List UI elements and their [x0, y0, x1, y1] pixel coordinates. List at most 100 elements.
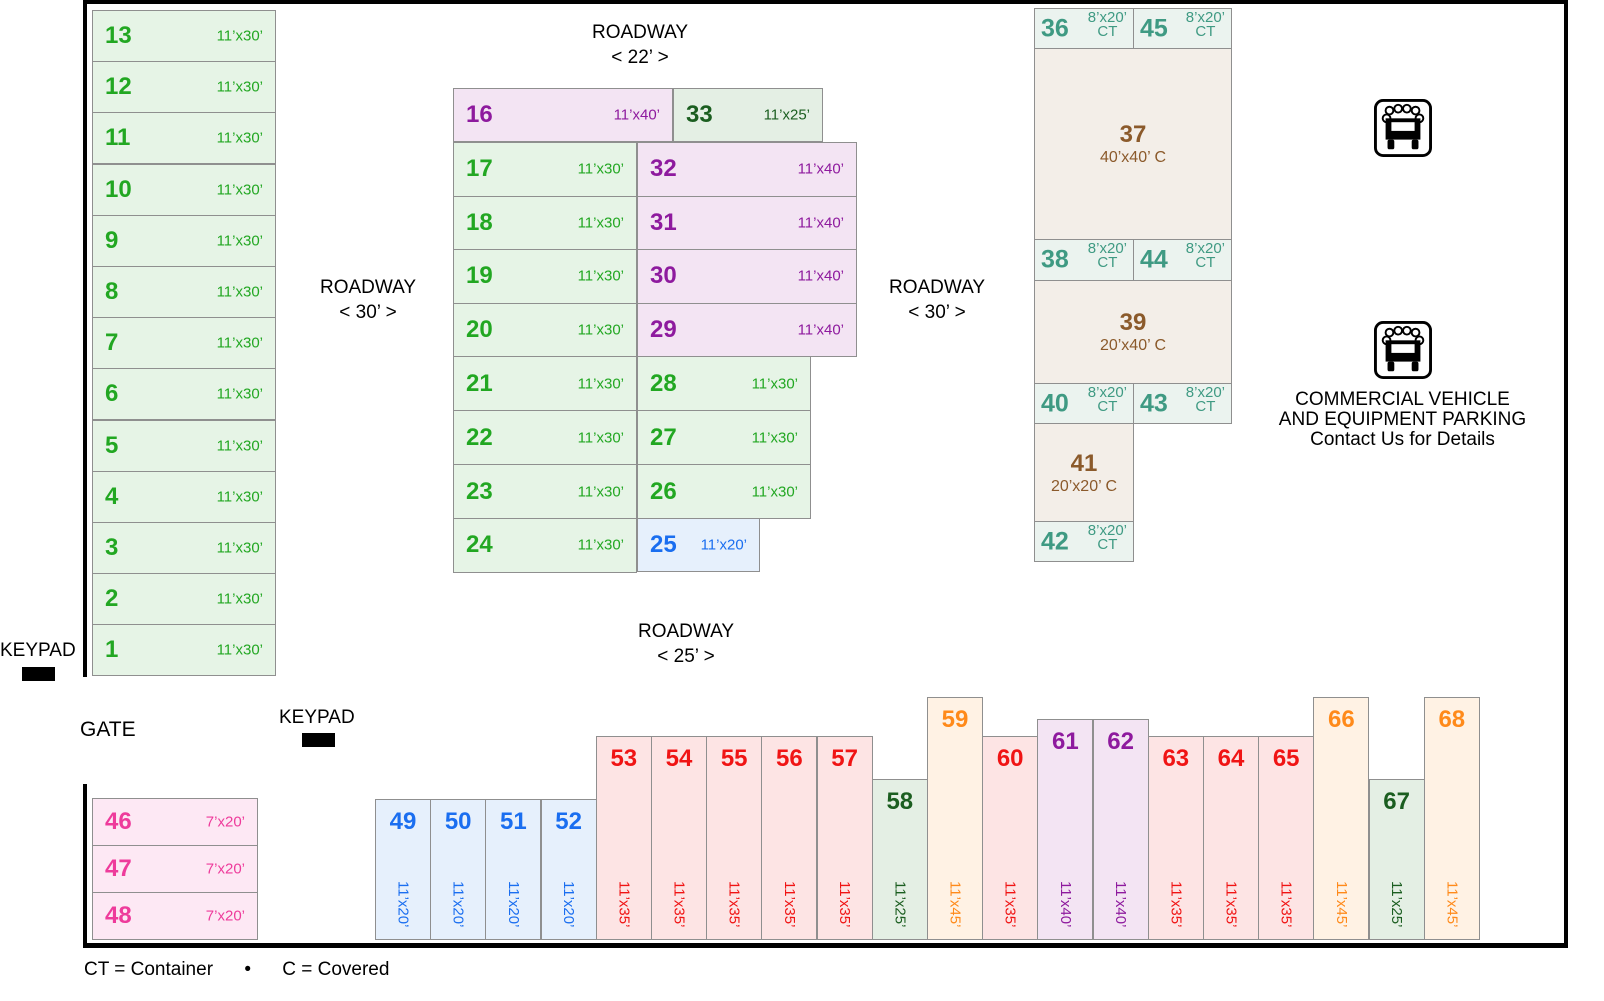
unit-size: 11’x35’	[836, 880, 854, 927]
unit-size: 11’x30’	[216, 488, 263, 506]
commercial-line-2: AND EQUIPMENT PARKING	[1278, 409, 1527, 430]
unit-number: 7	[105, 329, 119, 357]
unit-size: 7’x20’	[205, 813, 245, 831]
unit-size: 11’x20’	[394, 880, 412, 927]
unit-size: 11’x35’	[1001, 880, 1019, 927]
unit-type: CT	[1097, 398, 1118, 415]
unit-number: 36	[1041, 14, 1069, 42]
unit-number: 16	[466, 101, 493, 128]
keypad-left[interactable]	[22, 667, 55, 681]
unit-number: 20	[466, 315, 493, 343]
unit-number: 59	[941, 706, 969, 733]
unit-size: 11’x30’	[577, 214, 624, 232]
unit-number: 62	[1107, 728, 1134, 755]
roadway-title: ROADWAY	[637, 621, 735, 642]
unit-number: 63	[1162, 745, 1190, 772]
unit-dimensions: 8’x20’	[1185, 9, 1225, 26]
unit-size: 11’x35’	[615, 880, 633, 927]
roadway-title: ROADWAY	[591, 22, 689, 43]
unit-number: 11	[105, 124, 131, 152]
unit-size: 11’x30’	[216, 385, 263, 403]
unit-size: 11’x30’	[216, 539, 263, 557]
unit-number: 58	[886, 788, 914, 815]
keypad-center[interactable]	[302, 733, 335, 747]
roadway-right-label: ROADWAY < 30’ >	[857, 275, 1017, 325]
unit-number: 41	[1070, 449, 1098, 477]
unit-number: 27	[650, 423, 677, 451]
unit-size: 11’x25’	[1388, 880, 1406, 927]
gate-label: GATE	[80, 718, 136, 741]
legend-separator: •	[244, 959, 251, 980]
unit-number: 23	[466, 477, 493, 505]
roadway-bottom-label: ROADWAY < 25’ >	[606, 619, 766, 669]
unit-type: CT	[1195, 398, 1216, 415]
roadway-width: < 25’ >	[657, 646, 715, 667]
unit-number: 32	[650, 155, 677, 183]
